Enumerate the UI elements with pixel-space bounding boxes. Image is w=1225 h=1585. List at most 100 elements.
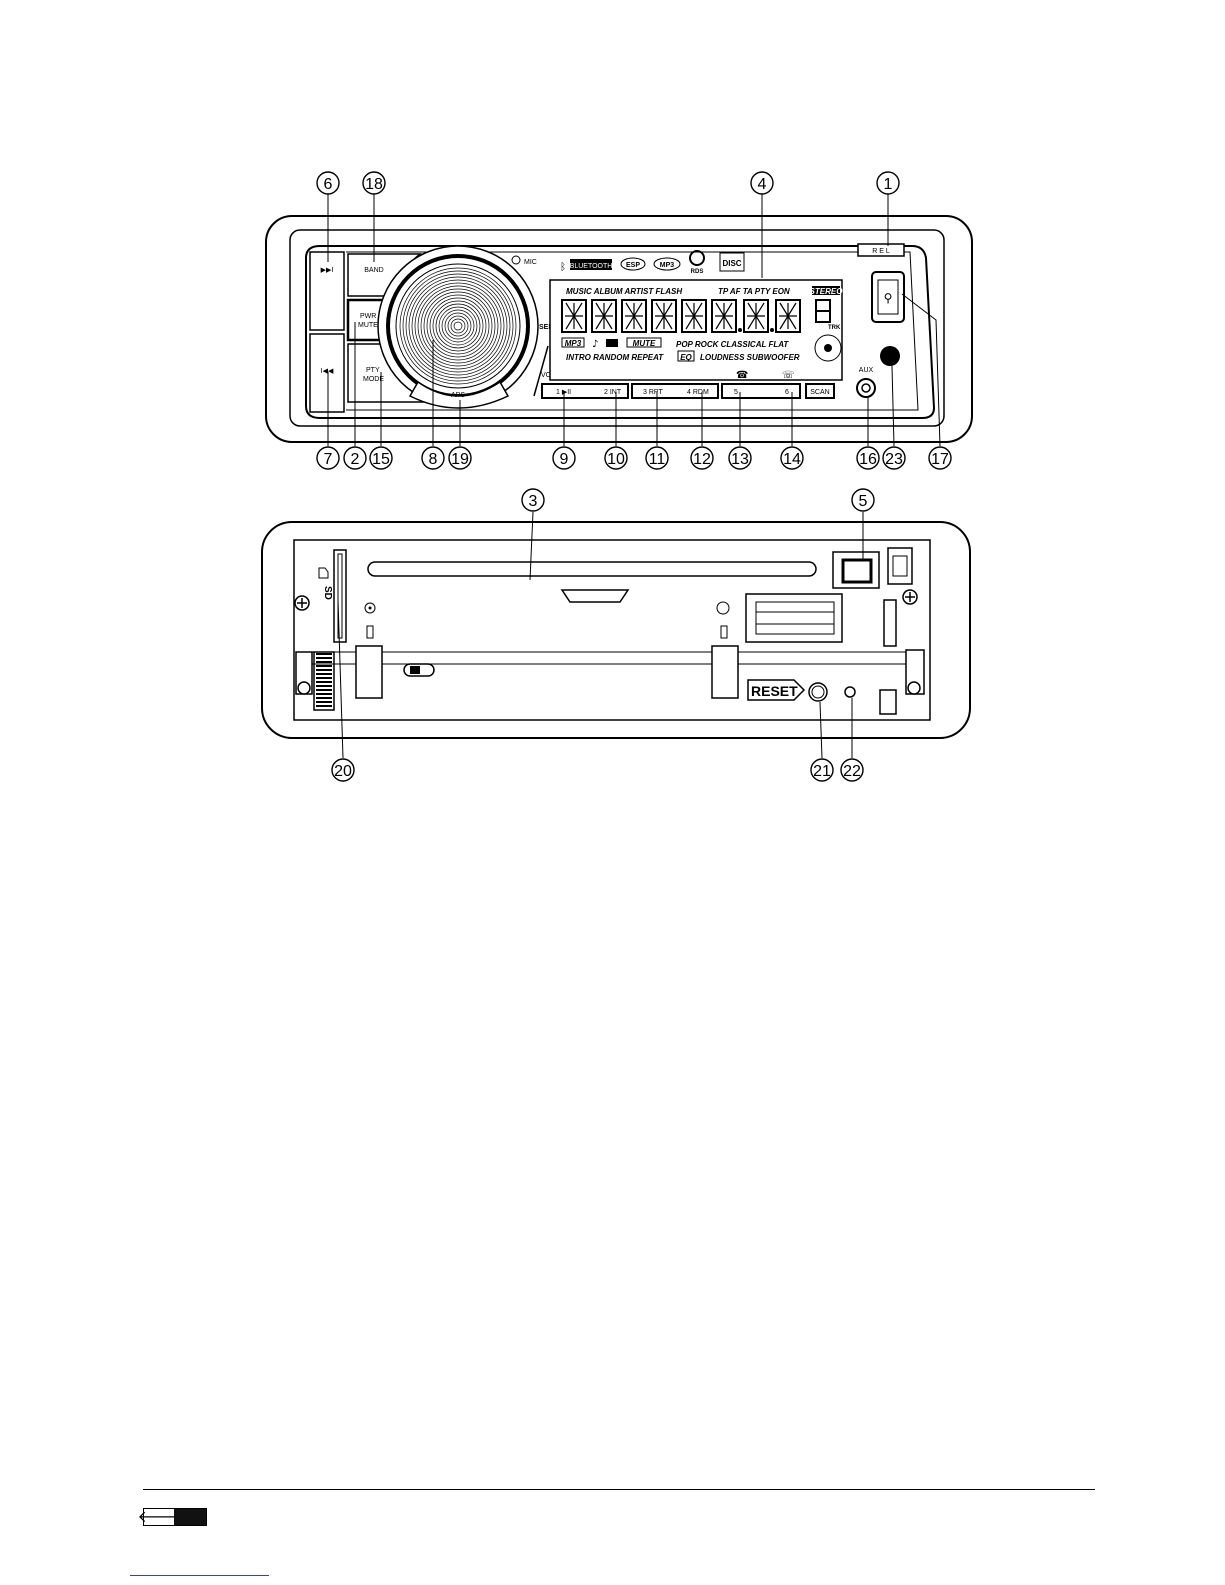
callout-3: 3 bbox=[521, 488, 545, 512]
knob-texture bbox=[399, 267, 517, 385]
callout-2: 2 bbox=[343, 446, 367, 470]
preset-2-label: 2 INT bbox=[604, 389, 622, 396]
disc-logo: DISC bbox=[722, 259, 741, 268]
scan-button[interactable]: SCAN bbox=[805, 383, 835, 399]
callout-12: 12 bbox=[690, 446, 714, 470]
callout-17: 17 bbox=[928, 446, 952, 470]
callout-number: 9 bbox=[560, 451, 569, 468]
sd-card-slot[interactable] bbox=[333, 549, 347, 643]
bluetooth-icon: ᛒ bbox=[560, 262, 566, 273]
rds-icon bbox=[689, 250, 705, 266]
lcd-digit bbox=[743, 299, 769, 333]
callout-number: 8 bbox=[429, 451, 438, 468]
callout-number: 5 bbox=[859, 493, 868, 510]
callout-number: 2 bbox=[351, 451, 360, 468]
aps-label: APS bbox=[451, 392, 465, 399]
back-button[interactable]: 🡐 bbox=[138, 1508, 207, 1526]
preset-3-4-button[interactable]: 3 RPT 4 RDM bbox=[631, 383, 719, 399]
callout-number: 10 bbox=[607, 451, 625, 468]
pwr-label: PWR bbox=[360, 313, 376, 320]
lcd-mp3: MP3 bbox=[565, 339, 582, 348]
callout-22: 22 bbox=[840, 758, 864, 782]
rds-logo: RDS bbox=[691, 269, 704, 275]
lcd-digit bbox=[651, 299, 677, 333]
volume-knob[interactable] bbox=[377, 245, 539, 407]
usb-icon: ⚲ bbox=[884, 291, 893, 305]
mute-label: MUTE bbox=[358, 322, 378, 329]
callout-16: 16 bbox=[856, 446, 880, 470]
next-track-label: ▶▶I bbox=[321, 267, 334, 274]
callout-9: 9 bbox=[552, 446, 576, 470]
back-button-fill bbox=[174, 1509, 206, 1525]
bluetooth-logo: BLUETOOTH bbox=[570, 263, 613, 270]
usb-port[interactable]: ⚲ bbox=[871, 271, 905, 323]
callout-18: 18 bbox=[362, 171, 386, 195]
callout-number: 23 bbox=[885, 451, 903, 468]
back-panel: SD bbox=[261, 521, 971, 739]
lcd-display: MUSIC ALBUM ARTIST FLASH TP AF TA PTY EO… bbox=[549, 279, 843, 381]
callout-number: 14 bbox=[783, 451, 801, 468]
back-ribs bbox=[313, 651, 335, 711]
lcd-row-bottom-right: LOUDNESS SUBWOOFER bbox=[700, 353, 800, 362]
callout-number: 7 bbox=[324, 451, 333, 468]
next-track-button[interactable]: ▶▶I bbox=[309, 251, 345, 331]
vol-label: VOL bbox=[541, 372, 555, 379]
footer-rule bbox=[143, 1489, 1095, 1490]
callout-15: 15 bbox=[369, 446, 393, 470]
callout-number: 16 bbox=[859, 451, 877, 468]
back-microphone bbox=[844, 686, 856, 698]
lcd-mute: MUTE bbox=[633, 339, 656, 348]
preset-5-6-button[interactable]: 5 6 bbox=[721, 383, 801, 399]
aux-label: AUX bbox=[859, 367, 874, 374]
callout-number: 21 bbox=[813, 763, 831, 780]
pty-label: PTY bbox=[366, 367, 380, 374]
lcd-digits bbox=[561, 299, 831, 333]
previous-track-label: I◀◀ bbox=[321, 368, 334, 375]
callout-number: 6 bbox=[324, 176, 333, 193]
aps-button[interactable]: APS bbox=[408, 380, 510, 409]
reset-button[interactable] bbox=[808, 682, 828, 702]
callout-number: 18 bbox=[365, 176, 383, 193]
lcd-trk: TRK bbox=[828, 325, 841, 331]
eject-button[interactable] bbox=[832, 551, 880, 589]
band-label: BAND bbox=[364, 267, 383, 274]
callout-6: 6 bbox=[316, 171, 340, 195]
callout-13: 13 bbox=[728, 446, 752, 470]
sd-label: SD bbox=[322, 586, 333, 600]
callout-21: 21 bbox=[810, 758, 834, 782]
callout-number: 15 bbox=[372, 451, 390, 468]
callout-11: 11 bbox=[645, 446, 669, 470]
lcd-row-top-right: TP AF TA PTY EON bbox=[718, 287, 790, 296]
reset-label: RESET bbox=[751, 683, 798, 699]
music-note-icon: ♪ bbox=[592, 339, 598, 350]
lcd-digit bbox=[621, 299, 647, 333]
callout-14: 14 bbox=[780, 446, 804, 470]
lcd-digit bbox=[591, 299, 617, 333]
release-button[interactable]: R E L bbox=[857, 243, 905, 257]
front-panel: ▶▶I I◀◀ BAND PWR MUTE PTY MODE bbox=[265, 215, 973, 443]
preset-1-2-button[interactable]: 1 ▶II 2 INT bbox=[541, 383, 629, 399]
rel-label: R E L bbox=[872, 248, 890, 255]
callout-number: 17 bbox=[931, 451, 949, 468]
callout-number: 4 bbox=[758, 176, 767, 193]
callout-number: 3 bbox=[529, 493, 538, 510]
phone-hangup-icon: ☎ bbox=[736, 370, 748, 381]
lcd-digit bbox=[711, 299, 737, 333]
screw-left bbox=[294, 595, 310, 611]
callout-number: 19 bbox=[451, 451, 469, 468]
previous-track-button[interactable]: I◀◀ bbox=[309, 333, 345, 413]
callout-4: 4 bbox=[750, 171, 774, 195]
scan-label: SCAN bbox=[810, 389, 829, 396]
mic-icon bbox=[511, 255, 521, 265]
mic-label: MIC bbox=[524, 259, 537, 266]
link-underline[interactable] bbox=[130, 1575, 269, 1576]
callout-5: 5 bbox=[851, 488, 875, 512]
lcd-digit bbox=[681, 299, 707, 333]
callout-number: 13 bbox=[731, 451, 749, 468]
sd-card-icon bbox=[318, 567, 329, 579]
lcd-digit bbox=[775, 299, 801, 333]
preset-6-label: 6 bbox=[785, 389, 789, 396]
callout-1: 1 bbox=[876, 171, 900, 195]
callout-number: 11 bbox=[649, 451, 666, 468]
